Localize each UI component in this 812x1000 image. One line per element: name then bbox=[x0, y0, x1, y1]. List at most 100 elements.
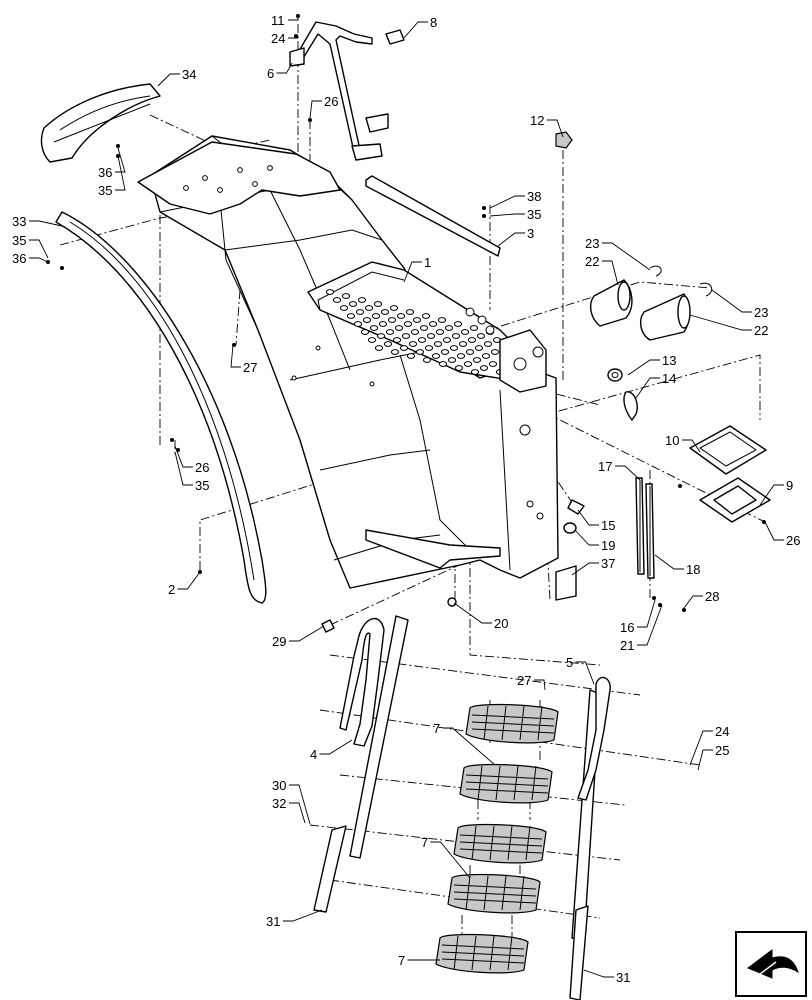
tread-hole bbox=[373, 301, 383, 307]
tread-hole bbox=[470, 369, 480, 375]
callout-number: 20 bbox=[494, 616, 508, 631]
callout-number: 34 bbox=[182, 67, 196, 82]
next-page-arrow-icon[interactable] bbox=[735, 931, 807, 997]
leader-line bbox=[534, 679, 546, 691]
callout-number: 24 bbox=[715, 724, 729, 739]
leader-line bbox=[635, 377, 660, 399]
tread-holes bbox=[325, 289, 505, 375]
tread-hole bbox=[451, 333, 461, 339]
leader-line bbox=[115, 155, 126, 191]
tread-hole bbox=[369, 325, 379, 331]
tread-hole bbox=[355, 309, 365, 315]
cover-plate bbox=[689, 425, 767, 475]
step-platform bbox=[307, 261, 517, 381]
leader-line bbox=[442, 727, 496, 766]
tread-hole bbox=[410, 329, 420, 335]
tread-hole bbox=[453, 321, 463, 327]
callout-number: 2 bbox=[168, 582, 175, 597]
tread-hole bbox=[374, 345, 384, 351]
leader-line bbox=[689, 314, 752, 331]
callout-number: 35 bbox=[98, 183, 112, 198]
filter-cylinders bbox=[589, 265, 713, 341]
tread-hole bbox=[458, 341, 468, 347]
fender bbox=[55, 211, 267, 604]
leader-line bbox=[403, 21, 428, 39]
callout-number: 36 bbox=[12, 251, 26, 266]
tread-hole bbox=[376, 333, 386, 339]
tread-hole bbox=[348, 301, 358, 307]
callout-number: 22 bbox=[585, 254, 599, 269]
tread-hole bbox=[426, 333, 436, 339]
leader-line bbox=[689, 730, 713, 766]
tread-hole bbox=[380, 309, 390, 315]
leader-line bbox=[683, 595, 703, 609]
leader-line bbox=[276, 62, 293, 74]
callout-number: 30 bbox=[272, 778, 286, 793]
callout-number: 6 bbox=[267, 66, 274, 81]
callout-number: 18 bbox=[686, 562, 700, 577]
tread-hole bbox=[405, 309, 415, 315]
callout-number: 33 bbox=[12, 214, 26, 229]
leader-line bbox=[288, 17, 299, 21]
step-treads bbox=[435, 703, 559, 974]
tread-hole bbox=[390, 349, 400, 355]
decal bbox=[555, 565, 577, 601]
tread-hole bbox=[367, 337, 377, 343]
tread-hole bbox=[463, 361, 473, 367]
tread-hole bbox=[422, 357, 432, 363]
leader-line bbox=[289, 625, 325, 642]
callout-number: 4 bbox=[310, 747, 317, 762]
tread-hole bbox=[406, 353, 416, 359]
callout-number: 32 bbox=[272, 796, 286, 811]
tread-hole bbox=[424, 345, 434, 351]
leader-line bbox=[711, 289, 752, 313]
tread-hole bbox=[483, 341, 493, 347]
step-tread bbox=[459, 763, 553, 804]
tread-hole bbox=[408, 341, 418, 347]
tread-hole bbox=[394, 325, 404, 331]
callout-number: 7 bbox=[398, 953, 405, 968]
callout-number: 31 bbox=[266, 914, 280, 929]
seal-strips bbox=[635, 477, 655, 579]
callout-number: 5 bbox=[566, 655, 573, 670]
callout-number: 23 bbox=[754, 305, 768, 320]
tread-hole bbox=[431, 353, 441, 359]
callout-number: 13 bbox=[662, 353, 676, 368]
tread-hole bbox=[353, 321, 363, 327]
leader-line bbox=[602, 260, 619, 286]
leader-line bbox=[602, 242, 651, 271]
tread-hole bbox=[469, 325, 479, 331]
tread-hole bbox=[440, 349, 450, 355]
leader-line bbox=[682, 439, 701, 453]
leader-lines bbox=[29, 17, 784, 978]
callout-number: 7 bbox=[421, 835, 428, 850]
rod bbox=[365, 175, 501, 257]
callout-number: 27 bbox=[243, 360, 257, 375]
tread-hole bbox=[447, 357, 457, 363]
leader-line bbox=[115, 147, 126, 173]
splash-plate-right bbox=[569, 905, 589, 1000]
tread-hole bbox=[474, 345, 484, 351]
tread-hole bbox=[479, 365, 489, 371]
callout-number: 36 bbox=[98, 165, 112, 180]
tread-hole bbox=[385, 329, 395, 335]
nut bbox=[555, 131, 573, 149]
tread-hole bbox=[481, 353, 491, 359]
tread-hole bbox=[364, 305, 374, 311]
leader-line bbox=[575, 661, 595, 685]
tread-hole bbox=[421, 313, 431, 319]
tread-hole bbox=[392, 337, 402, 343]
leader-line bbox=[583, 969, 614, 978]
tread-hole bbox=[362, 317, 372, 323]
callout-number: 35 bbox=[195, 478, 209, 493]
tread-hole bbox=[378, 321, 388, 327]
tread-hole bbox=[442, 337, 452, 343]
tread-hole bbox=[456, 353, 466, 359]
tread-hole bbox=[417, 337, 427, 343]
callout-number: 15 bbox=[601, 518, 615, 533]
tread-hole bbox=[428, 321, 438, 327]
console-body bbox=[137, 135, 559, 589]
ladder-rail-right bbox=[571, 676, 611, 941]
callout-number: 22 bbox=[754, 323, 768, 338]
